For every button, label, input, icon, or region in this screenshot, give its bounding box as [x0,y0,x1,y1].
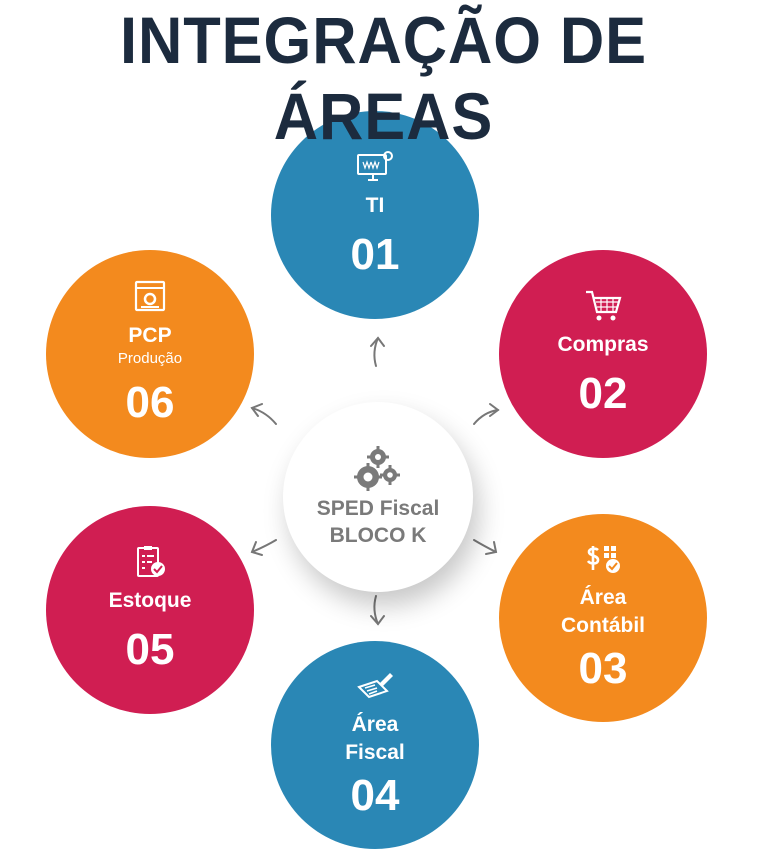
area-number: 02 [578,369,628,418]
area-label: PCP [128,324,172,347]
center-line-1: SPED Fiscal [316,497,440,520]
arrow-to-estoque [250,539,277,556]
area-label-2: Fiscal [345,741,405,764]
area-label: Área [351,713,399,736]
area-number: 06 [125,378,175,427]
gears-icon [354,446,400,491]
area-number: 03 [578,644,628,693]
area-label: Compras [557,333,649,356]
arrow-to-compras [473,403,500,425]
area-number: 01 [350,230,400,279]
area-contabil: Área Contábil 03 [499,514,707,722]
arrow-to-fiscal [370,595,385,626]
area-ti: TI 01 [271,111,479,319]
sped-fiscal-hub: SPED Fiscal BLOCO K [283,402,473,592]
area-label: Estoque [108,589,192,612]
production-window-icon [134,280,166,312]
dollar-calculator-icon [586,546,620,573]
area-label: TI [365,194,385,217]
page-title: INTEGRAÇÃO DE ÁREAS [119,3,648,153]
center-line-2: BLOCO K [329,524,427,547]
calculator-pen-icon [357,673,393,699]
arrow-to-ti [370,336,385,367]
area-pcp: PCP Produção 06 [46,250,254,458]
area-label-2: Contábil [561,614,645,637]
monitor-www-gear-icon [357,151,393,181]
checklist-icon [137,546,165,577]
arrow-to-contabil [473,539,498,555]
area-number: 04 [350,771,400,820]
area-compras: Compras 02 [499,250,707,458]
area-label: Área [579,586,627,609]
shopping-cart-icon [586,290,622,321]
area-estoque: Estoque 05 [46,506,254,714]
area-number: 05 [125,625,175,674]
area-sublabel: Produção [117,350,183,367]
arrow-to-pcp [250,403,277,425]
area-fiscal: Área Fiscal 04 [271,641,479,849]
